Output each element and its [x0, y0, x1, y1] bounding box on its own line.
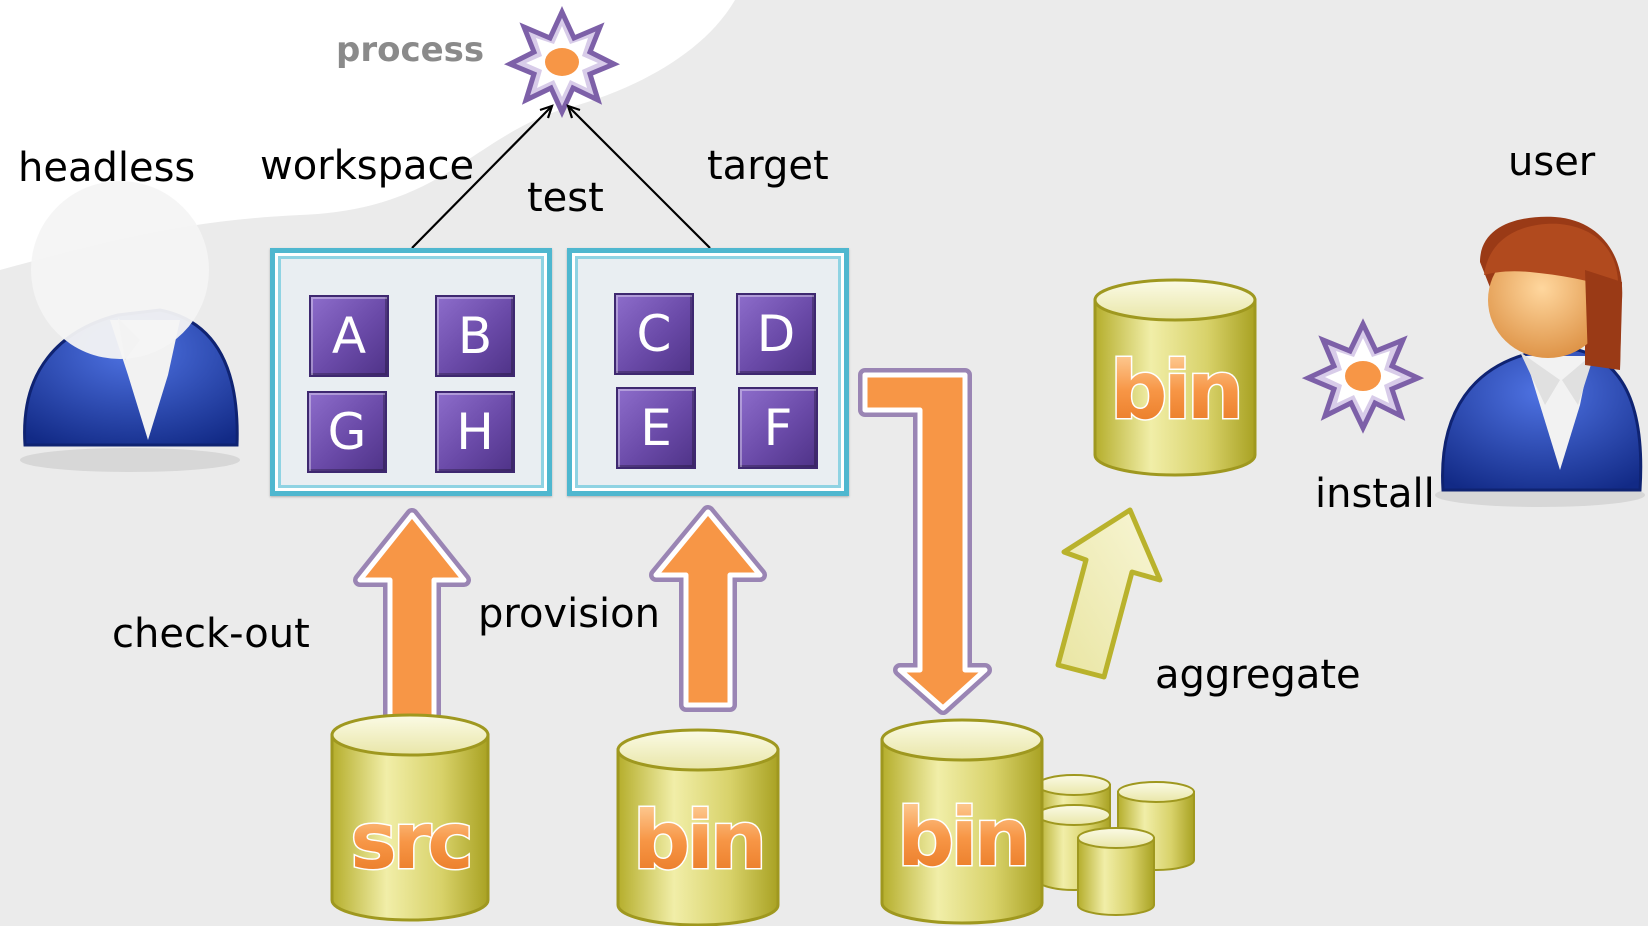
- workspace-tile-a: A: [309, 295, 389, 377]
- small-repository-cylinders: [1037, 774, 1195, 916]
- bin-aggregate-label: bin: [1110, 344, 1240, 437]
- src-repository-cylinder: [330, 713, 490, 922]
- headless-person-icon: [20, 181, 240, 472]
- target-label: target: [707, 143, 829, 189]
- install-gear-icon: [1301, 318, 1425, 434]
- provision-arrow: [649, 505, 767, 712]
- user-label: user: [1508, 139, 1596, 185]
- bin-build-cylinder: [880, 718, 1044, 925]
- user-person-icon: [1435, 216, 1645, 507]
- workspace-label: workspace: [260, 143, 475, 189]
- check-out-label: check-out: [112, 611, 310, 657]
- target-tile-c: C: [614, 293, 694, 375]
- headless-label: headless: [18, 145, 196, 191]
- src-repository-label: src: [350, 797, 469, 887]
- bin-provision-label: bin: [633, 794, 763, 887]
- workspace-tile-b: B: [435, 295, 515, 377]
- workspace-box: A B G H: [270, 248, 552, 496]
- workspace-tile-h: H: [435, 391, 515, 473]
- target-box: C D E F: [567, 248, 849, 496]
- target-tile-d: D: [736, 293, 816, 375]
- process-connector-lines: [411, 104, 711, 249]
- provision-label: provision: [478, 591, 660, 637]
- aggregate-label: aggregate: [1155, 652, 1361, 698]
- check-out-arrow: [353, 508, 471, 727]
- target-tile-f: F: [738, 387, 818, 469]
- install-label: install: [1315, 471, 1435, 517]
- aggregate-arrow: [1055, 507, 1163, 680]
- test-label: test: [527, 175, 604, 221]
- bin-provision-cylinder: [616, 728, 780, 926]
- process-gear-icon: [503, 6, 621, 119]
- bin-aggregate-cylinder: [1093, 278, 1257, 477]
- process-label: process: [336, 30, 485, 70]
- bin-build-label: bin: [897, 791, 1027, 884]
- build-output-arrow: [858, 368, 992, 715]
- target-tile-e: E: [616, 387, 696, 469]
- workspace-tile-g: G: [307, 391, 387, 473]
